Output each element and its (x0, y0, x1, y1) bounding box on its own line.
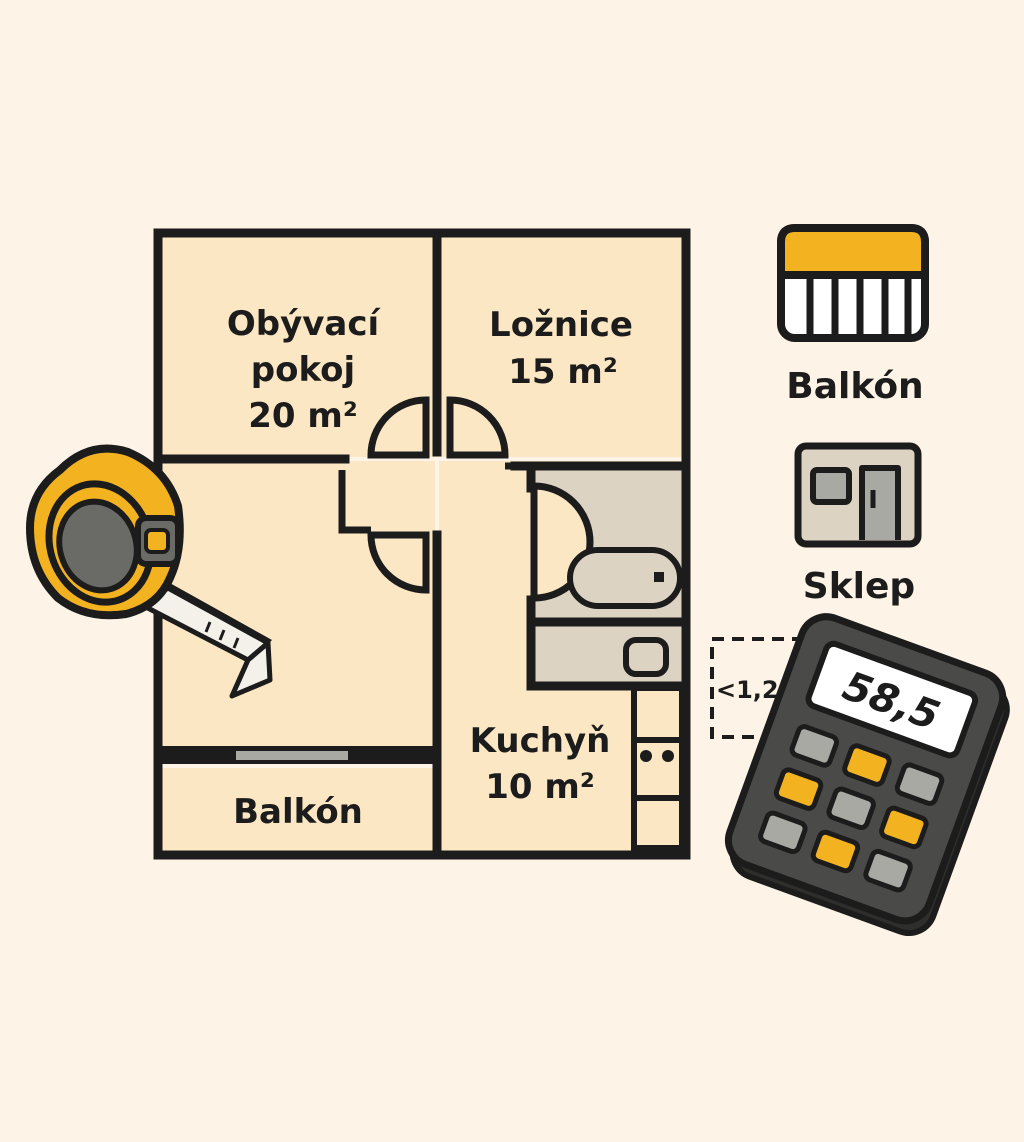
tape-measure-icon (26, 444, 273, 699)
kitchen-area: 10 m² (485, 767, 594, 807)
balcony-room-label: Balkón (233, 792, 363, 832)
kitchen-label: Kuchyň (470, 721, 611, 761)
room-balcony (160, 768, 435, 852)
living-room-label-line1: Obývací (227, 304, 382, 344)
toilet-icon (623, 637, 669, 677)
balcony-window (236, 751, 348, 760)
kitchen-counter (631, 685, 685, 851)
calculator-screen (805, 640, 979, 759)
cellar-icon (794, 442, 922, 548)
living-room-label-line2: pokoj (251, 350, 355, 390)
bedroom-label: Ložnice (489, 305, 633, 345)
bedroom-area: 15 m² (508, 352, 617, 392)
bathtub-icon (567, 547, 683, 609)
cellar-legend-label: Sklep (803, 566, 915, 607)
calculator-icon: 58,5 (724, 613, 1010, 936)
living-room-area: 20 m² (248, 396, 357, 436)
calculator-keys (758, 724, 945, 893)
floor-plan: Obývací pokoj 20 m² Ložnice 15 m² Kuchyň… (153, 228, 691, 860)
balcony-icon (777, 224, 929, 342)
stove-icon (640, 750, 674, 762)
door-swings (338, 396, 519, 594)
balcony-legend-label: Balkón (786, 366, 923, 407)
